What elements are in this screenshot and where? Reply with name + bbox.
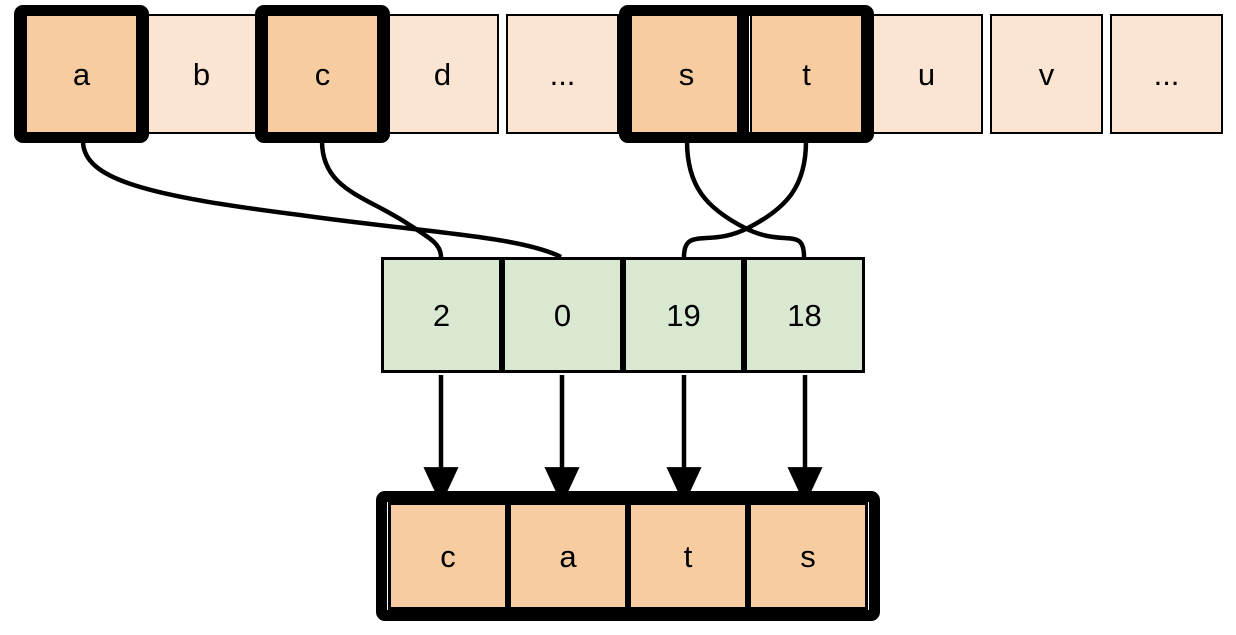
result-cell-2[interactable]: t	[628, 502, 748, 610]
alphabet-cell-a[interactable]: a	[25, 14, 138, 134]
wire-t-to-19	[681, 140, 809, 258]
alphabet-cell-d[interactable]: d	[386, 14, 499, 134]
index-cell-0[interactable]: 2	[381, 257, 502, 373]
result-cell-1[interactable]: a	[508, 502, 628, 610]
alphabet-cell-ellipsis-2[interactable]: ...	[1110, 14, 1223, 134]
wire-a-to-0	[80, 140, 563, 260]
alphabet-cell-u[interactable]: u	[870, 14, 983, 134]
index-cell-2[interactable]: 19	[623, 257, 744, 373]
alphabet-cell-ellipsis-1[interactable]: ...	[506, 14, 619, 134]
index-cell-3[interactable]: 18	[744, 257, 865, 373]
wire-c-to-2	[319, 140, 444, 258]
result-cell-0[interactable]: c	[388, 502, 508, 610]
alphabet-cell-c[interactable]: c	[266, 14, 379, 134]
index-cell-1[interactable]: 0	[502, 257, 623, 373]
alphabet-cell-s[interactable]: s	[630, 14, 743, 134]
alphabet-cell-b[interactable]: b	[145, 14, 258, 134]
alphabet-cell-t[interactable]: t	[750, 14, 863, 134]
wire-s-to-18	[684, 140, 807, 258]
alphabet-cell-v[interactable]: v	[990, 14, 1103, 134]
result-cell-3[interactable]: s	[748, 502, 868, 610]
